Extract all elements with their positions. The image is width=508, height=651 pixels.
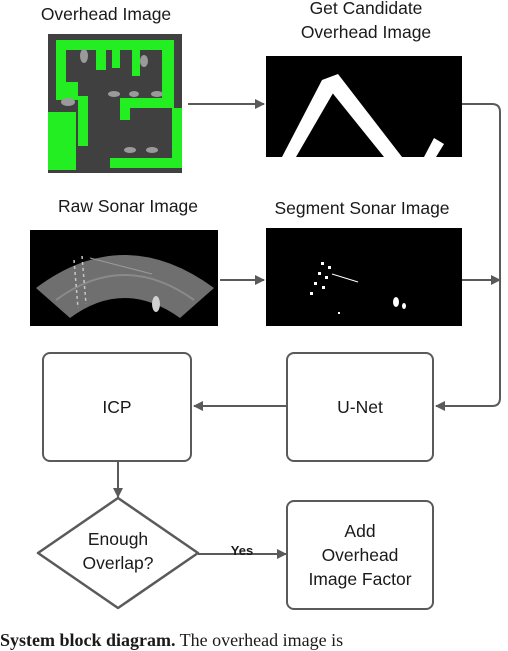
caption-text: The overhead image is	[175, 630, 344, 650]
decision-diamond	[36, 496, 200, 610]
segment-sonar-image	[266, 228, 462, 326]
add-factor-line2: Overhead	[321, 545, 399, 565]
yes-label: Yes	[230, 543, 254, 558]
candidate-overhead-label-line2: Overhead Image	[300, 22, 432, 42]
overhead-image	[44, 32, 186, 175]
decision-line2: Overlap?	[82, 553, 154, 573]
add-factor-line1: Add	[344, 521, 376, 541]
overhead-image-label: Overhead Image	[40, 4, 172, 24]
segment-sonar-label: Segment Sonar Image	[274, 198, 450, 218]
figure-caption: System block diagram. The overhead image…	[0, 630, 508, 651]
candidate-overhead-label-line1: Get Candidate	[309, 0, 423, 18]
unet-label: U-Net	[337, 397, 383, 417]
raw-sonar-image	[30, 230, 218, 326]
connector-candidate-right	[450, 103, 501, 407]
icp-label: ICP	[102, 397, 132, 417]
icp-box: ICP	[42, 352, 192, 462]
caption-bold: System block diagram.	[0, 630, 176, 650]
decision-line1: Enough	[87, 529, 149, 549]
candidate-overhead-image	[266, 56, 462, 157]
raw-sonar-label: Raw Sonar Image	[57, 196, 199, 216]
add-factor-line3: Image Factor	[308, 569, 412, 589]
unet-box: U-Net	[286, 352, 434, 462]
add-factor-box: Add Overhead Image Factor	[286, 500, 434, 610]
